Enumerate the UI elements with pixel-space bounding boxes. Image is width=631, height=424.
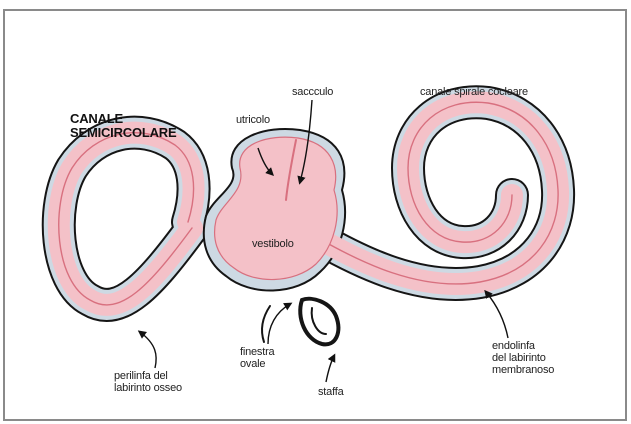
label-finestra-ovale: finestra ovale xyxy=(240,346,274,370)
label-endolinfa: endolinfa del labirinto membranoso xyxy=(492,340,554,376)
label-vestibolo: vestibolo xyxy=(252,238,294,250)
label-canale-spirale-cocleare: canale spirale cocleare xyxy=(420,86,528,98)
label-perilinfa: perilinfa del labirinto osseo xyxy=(114,370,182,394)
label-utricolo: utricolo xyxy=(236,114,270,126)
label-canale-semicircolare: CANALE SEMICIRCOLARE xyxy=(70,112,176,140)
label-staffa: staffa xyxy=(318,386,344,398)
label-saccculo: saccculo xyxy=(292,86,333,98)
